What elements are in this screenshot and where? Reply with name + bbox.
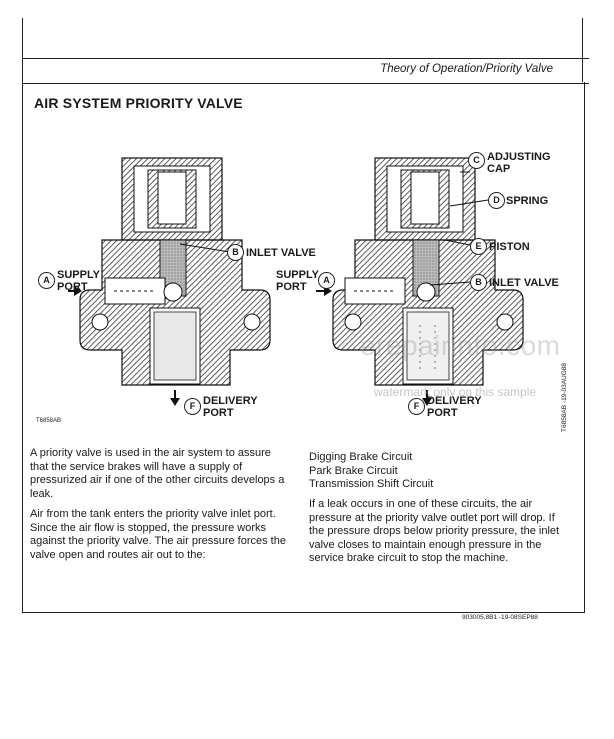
circuit-item: Digging Brake Circuit	[309, 451, 413, 463]
footer-code: 903005,8B1 -19-08SEP88	[462, 614, 538, 621]
delivery-port-label-right-2: PORT	[427, 407, 458, 419]
callout-b-left: B	[227, 244, 244, 261]
valve-illustrations	[68, 157, 524, 406]
supply-port-label-left-1: SUPPLY	[57, 269, 101, 281]
header-right-rule	[582, 18, 584, 82]
leak-line: valve closes to maintain enough pressure…	[309, 538, 542, 551]
page-header-title: Theory of Operation/Priority Valve	[380, 63, 553, 75]
circuit-list: Digging Brake Circuit Park Brake Circuit…	[309, 451, 433, 492]
inlet-valve-label-right: INLET VALVE	[489, 277, 559, 289]
callout-d: D	[488, 192, 505, 209]
callout-f-left: F	[184, 398, 201, 415]
delivery-port-label-left-1: DELIVERY	[203, 395, 258, 407]
watermark: erepairinfo.com	[360, 330, 561, 361]
figure-id: T6858AB	[36, 418, 62, 424]
callout-a-right: A	[318, 272, 335, 289]
callout-b-right: B	[470, 274, 487, 291]
watermark-sub: watermark only on this sample	[374, 385, 537, 399]
flow-paragraph: Air from the tank enters the priority va…	[30, 508, 286, 562]
left-valve-drawing	[68, 157, 271, 406]
header-left-rule	[22, 18, 24, 82]
section-title: AIR SYSTEM PRIORITY VALVE	[34, 95, 243, 111]
callout-f-right: F	[408, 398, 425, 415]
supply-port-label-left-2: PORT	[57, 281, 88, 293]
circuit-item: Transmission Shift Circuit	[309, 478, 434, 490]
spring-label: SPRING	[506, 195, 549, 207]
adjusting-cap-label-1: ADJUSTING	[487, 151, 551, 163]
adjusting-cap-label-2: CAP	[487, 163, 511, 175]
callout-c: C	[468, 152, 485, 169]
delivery-port-label-right-1: DELIVERY	[427, 395, 482, 407]
page-header: Theory of Operation/Priority Valve	[22, 58, 589, 84]
leak-line: service brake circuit to stop the machin…	[309, 552, 509, 564]
flow-line: against the priority valve. The air pres…	[30, 535, 286, 547]
flow-line: Since the air flow is stopped, the press…	[30, 521, 267, 534]
leak-line: pressure at the priority valve outlet po…	[309, 511, 555, 524]
circuit-item: Park Brake Circuit	[309, 464, 398, 477]
priority-valve-diagrams: B INLET VALVE A SUPPLY PORT F DELIVERY P…	[30, 140, 590, 440]
content-frame	[22, 82, 585, 613]
flow-line: valve open and routes air out to the:	[30, 548, 206, 561]
supply-port-label-right-2: PORT	[276, 281, 307, 293]
intro-line: leak.	[30, 487, 54, 500]
callout-a-left: A	[38, 272, 55, 289]
intro-line: A priority valve is used in the air syst…	[30, 447, 271, 459]
supply-port-label-right-1: SUPPLY	[276, 269, 320, 281]
inlet-valve-label-left: INLET VALVE	[246, 247, 316, 259]
callout-e: E	[470, 238, 487, 255]
intro-line: pressurized air if one of the other circ…	[30, 474, 285, 486]
intro-line: that the service brakes will have a supp…	[30, 460, 243, 473]
piston-label: PISTON	[489, 241, 530, 253]
leak-line: the pressure drops below priority pressu…	[309, 525, 560, 537]
leak-line: If a leak occurs in one of these circuit…	[309, 498, 533, 510]
side-figure-code: T6858AB -19-03AUG88	[561, 362, 568, 432]
leak-paragraph: If a leak occurs in one of these circuit…	[309, 498, 559, 566]
intro-paragraph: A priority valve is used in the air syst…	[30, 447, 284, 501]
flow-line: Air from the tank enters the priority va…	[30, 508, 276, 520]
delivery-port-label-left-2: PORT	[203, 407, 234, 419]
